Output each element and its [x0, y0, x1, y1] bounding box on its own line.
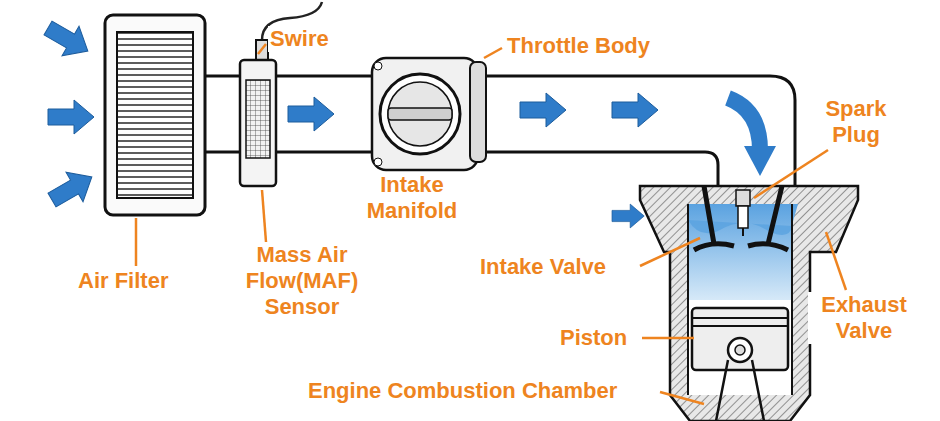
part-label: Engine Combustion Chamber: [306, 378, 619, 404]
engine-cylinder: [688, 300, 792, 395]
duct-flow-arrows: [612, 93, 658, 127]
air-filter: [117, 32, 193, 198]
engine-cylinder: [688, 204, 798, 300]
part-label: Intake Manifold: [345, 172, 479, 224]
intake-duct: [205, 76, 795, 188]
engine-cylinder: [716, 360, 764, 421]
inflow-arrows: [44, 162, 101, 214]
engine-cylinder: [742, 228, 744, 236]
part-label: Throttle Body: [505, 33, 652, 59]
leader-lines: [640, 238, 700, 266]
engine-cylinder: [694, 186, 734, 250]
engine-cylinder: [735, 345, 745, 355]
air-filter: [105, 15, 205, 215]
engine-cylinder: [791, 204, 793, 395]
duct-flow-arrows: [288, 97, 334, 131]
intake-duct: [205, 76, 795, 188]
leader-lines: [660, 392, 704, 404]
part-label: Swire: [268, 26, 331, 52]
throttle-body: [372, 58, 486, 170]
leader-lines: [754, 150, 828, 198]
leader-lines: [826, 232, 846, 290]
part-label: Intake Valve: [478, 254, 608, 280]
engine-cylinder: [687, 204, 689, 395]
throttle-body: [372, 58, 478, 170]
engine-cylinder: [738, 206, 748, 228]
engine-cylinder: [748, 186, 788, 250]
engine-cylinder: [692, 317, 788, 319]
maf-sensor: [256, 40, 268, 60]
part-label: Piston: [558, 325, 629, 351]
inflow-arrows: [40, 13, 97, 65]
duct-flow-arrows: [520, 93, 566, 127]
engine-cylinder: [692, 325, 788, 327]
throttle-body: [470, 62, 486, 162]
part-label: Mass Air Flow(MAF) Sensor: [234, 242, 370, 320]
leader-lines: [642, 337, 694, 340]
throttle-body: [374, 158, 382, 166]
throttle-body: [388, 82, 452, 146]
engine-cylinder: [692, 308, 788, 370]
air-filter: [105, 15, 205, 215]
leader-lines: [258, 44, 266, 54]
throttle-body: [388, 108, 452, 120]
part-label: Spark Plug: [812, 96, 900, 148]
leader-lines: [136, 44, 846, 404]
engine-cylinder: [728, 338, 752, 362]
leader-lines: [484, 48, 502, 58]
throttle-body: [374, 62, 382, 70]
throttle-body: [380, 74, 460, 154]
leader-lines: [262, 190, 266, 242]
duct-flow-arrows: [612, 204, 644, 228]
duct-flow-arrows: [728, 98, 760, 150]
inflow-arrows: [48, 100, 94, 134]
duct-flow-arrows: [744, 146, 776, 176]
inflow-arrows: [40, 13, 101, 214]
maf-sensor: [240, 60, 276, 186]
leader-lines: [135, 218, 138, 266]
part-label: Air Filter: [76, 268, 170, 294]
maf-sensor: [246, 80, 270, 158]
engine-cylinder: [736, 190, 750, 206]
part-label: Exhaust Valve: [808, 292, 920, 344]
